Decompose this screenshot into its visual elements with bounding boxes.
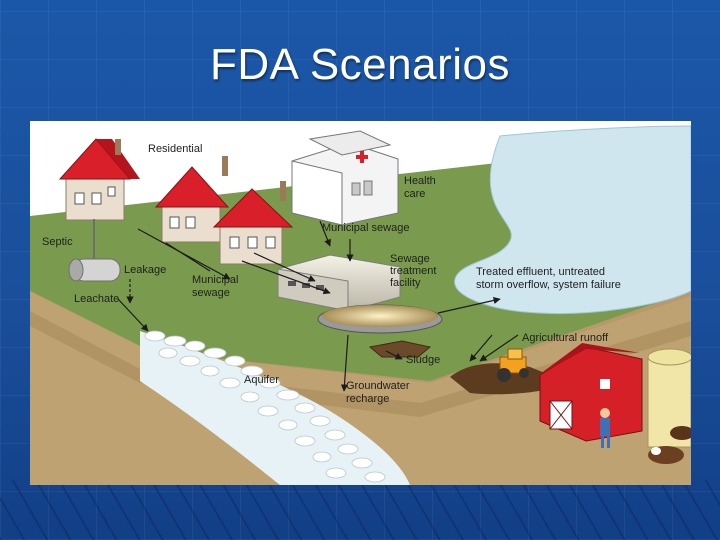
slide-title: FDA Scenarios	[0, 40, 720, 90]
label-treated-effluent-1: Treated effluent, untreated	[476, 266, 605, 278]
label-leachate: Leachate	[74, 293, 119, 305]
label-sewage-treatment-2: treatment	[390, 265, 436, 277]
label-aquifer: Aquifer	[244, 374, 279, 386]
label-sludge: Sludge	[406, 354, 440, 366]
label-municipal-sewage-left-1: Municipal	[192, 274, 238, 286]
label-leakage: Leakage	[124, 264, 166, 276]
label-health-care-1: Health	[404, 175, 436, 187]
label-municipal-sewage-top: Municipal sewage	[322, 222, 409, 234]
house-2	[156, 156, 228, 242]
label-residential: Residential	[148, 143, 202, 155]
label-sewage-treatment-1: Sewage	[390, 253, 430, 265]
diagram-figure: Residential Health care Municipal sewage…	[30, 121, 691, 485]
label-municipal-sewage-left-2: sewage	[192, 287, 230, 299]
label-treated-effluent-2: storm overflow, system failure	[476, 279, 621, 291]
label-health-care-2: care	[404, 188, 425, 200]
label-sewage-treatment-3: facility	[390, 277, 421, 289]
label-septic: Septic	[42, 236, 73, 248]
label-agricultural-runoff: Agricultural runoff	[522, 332, 609, 344]
water-cycle-diagram: Residential Health care Municipal sewage…	[30, 121, 691, 485]
slide-decorative-lines	[0, 480, 720, 540]
house-3	[214, 181, 292, 264]
label-groundwater-1: Groundwater	[346, 380, 410, 392]
health-care-building	[292, 131, 398, 225]
label-groundwater-2: recharge	[346, 393, 389, 405]
